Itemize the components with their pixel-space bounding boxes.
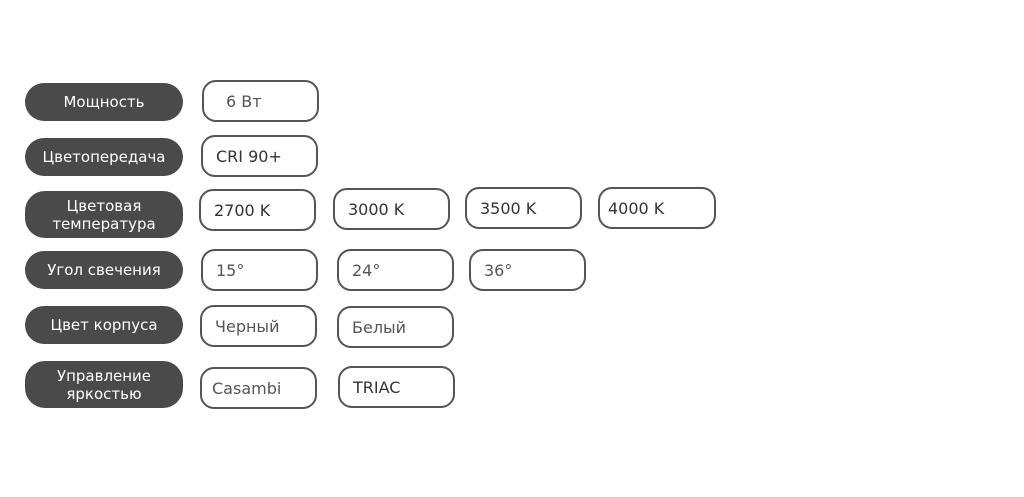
- option-button[interactable]: Черный: [200, 305, 317, 347]
- row-label-text: Управление яркостью: [56, 366, 152, 403]
- option-label: 36°: [484, 260, 513, 280]
- row-label-text: Цветовая температура: [52, 196, 156, 233]
- option-label: Черный: [215, 316, 280, 336]
- option-button[interactable]: 36°: [469, 249, 586, 291]
- option-label: 3000 K: [348, 199, 405, 219]
- row-label-beam-angle: Угол свечения: [25, 251, 183, 289]
- option-button[interactable]: 3500 K: [465, 187, 582, 229]
- option-label: Белый: [352, 317, 407, 337]
- option-label: TRIAC: [353, 377, 401, 397]
- option-label: 24°: [352, 260, 381, 280]
- option-button[interactable]: 15°: [201, 249, 318, 291]
- row-label-text: Цветопередача: [42, 148, 166, 166]
- option-label: 2700 K: [214, 200, 271, 220]
- option-label: Casambi: [212, 378, 282, 398]
- row-label-text: Мощность: [63, 93, 145, 111]
- option-button[interactable]: Белый: [337, 306, 454, 348]
- option-button[interactable]: 6 Вт: [202, 80, 319, 122]
- option-button[interactable]: 2700 K: [199, 189, 316, 231]
- option-label: CRI 90+: [216, 146, 282, 166]
- row-label-dimming: Управление яркостью: [25, 361, 183, 408]
- row-label-power: Мощность: [25, 83, 183, 121]
- row-label-body-color: Цвет корпуса: [25, 306, 183, 344]
- option-button[interactable]: 3000 K: [333, 188, 450, 230]
- option-label: 15°: [216, 260, 245, 280]
- option-button[interactable]: 4000 K: [598, 187, 716, 229]
- row-label-color-temperature: Цветовая температура: [25, 191, 183, 238]
- option-label: 6 Вт: [226, 91, 262, 111]
- row-label-text: Цвет корпуса: [50, 316, 158, 334]
- option-button[interactable]: 24°: [337, 249, 454, 291]
- row-label-color-rendering: Цветопередача: [25, 138, 183, 176]
- row-label-text: Угол свечения: [47, 261, 161, 279]
- option-button[interactable]: TRIAC: [338, 366, 455, 408]
- option-label: 3500 K: [480, 198, 537, 218]
- option-button[interactable]: Casambi: [200, 367, 317, 409]
- option-button[interactable]: CRI 90+: [201, 135, 318, 177]
- option-label: 4000 K: [608, 198, 665, 218]
